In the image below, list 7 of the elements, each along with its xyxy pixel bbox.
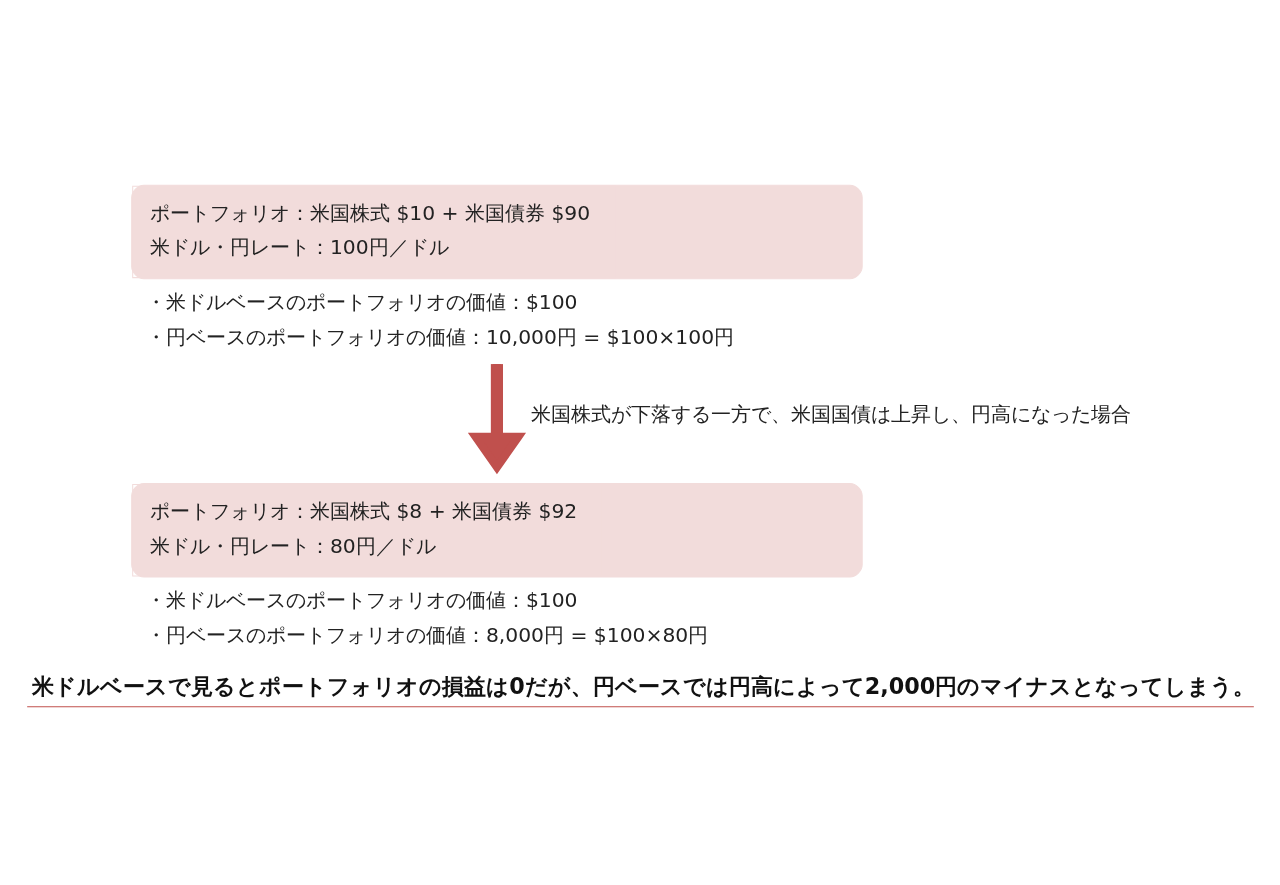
node-label: ・米ドルベースのポートフォリオの価値：$100	[145, 289, 578, 314]
node-label: ・米ドルベースのポートフォリオの価値：$100	[145, 587, 578, 612]
node-label: ・円ベースのポートフォリオの価値：10,000円 = $100×100円	[145, 324, 735, 349]
node-label: ・円ベースのポートフォリオの価値：8,000円 = $100×80円	[145, 622, 709, 647]
arrow	[467, 363, 527, 474]
edge-label: 米国株式が下落する一方で、米国国債は上昇し、円高になった場合	[531, 401, 1132, 426]
caption: 米ドルベースで見るとポートフォリオの損益は0だが、円ベースでは円高によって2,000円のマイナスとなってしまう。	[32, 672, 1256, 699]
